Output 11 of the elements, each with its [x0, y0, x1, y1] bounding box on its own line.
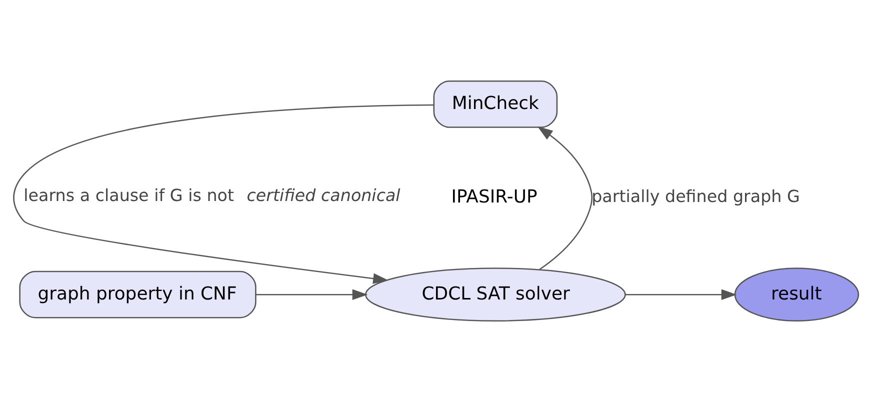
edge-label: learns a clause if G is not certified canonical [24, 185, 400, 204]
label: IPASIR-UP [451, 186, 538, 208]
node-box: graph property in CNF [19, 270, 256, 318]
node-ellipse: CDCL SAT solver [365, 267, 626, 321]
edge-label: partially defined graph G [592, 186, 800, 206]
arrow [256, 288, 368, 300]
arrow [13, 104, 434, 284]
arrow [537, 126, 592, 270]
node-box: MinCheck [433, 80, 558, 128]
arrow [626, 288, 737, 300]
node-ellipse: result [734, 267, 860, 321]
